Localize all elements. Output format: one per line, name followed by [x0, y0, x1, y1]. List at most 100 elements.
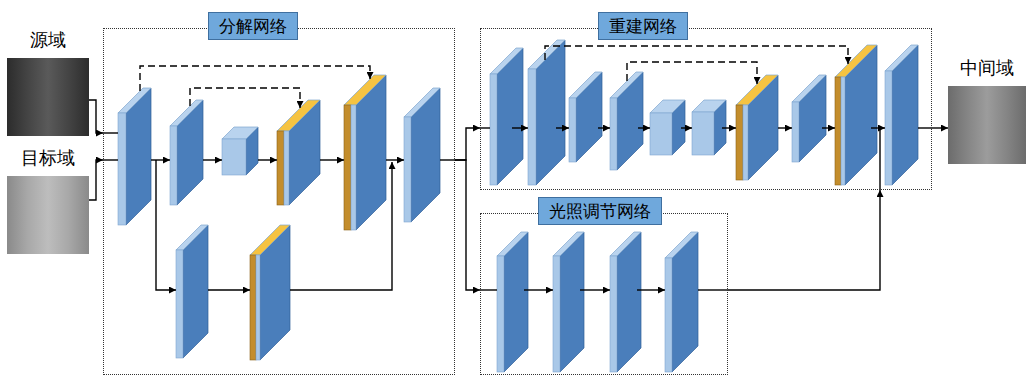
- layer-top: [835, 45, 877, 77]
- layer-front: [256, 255, 260, 360]
- layer-front: [528, 69, 536, 185]
- flow-line: [440, 159, 455, 160]
- flow-line: [208, 289, 250, 290]
- flow-line: [681, 127, 692, 128]
- domain-image-node: 目标域: [7, 146, 89, 254]
- flow-line: [637, 289, 665, 290]
- network-box: 重建网络: [480, 28, 932, 190]
- flow-line: [524, 289, 553, 290]
- concat-face: [277, 131, 284, 205]
- network-title: 分解网络: [208, 12, 298, 40]
- layer-top: [650, 100, 685, 113]
- layer-top: [792, 75, 826, 102]
- layer-front: [284, 131, 289, 205]
- layer-block: [569, 72, 602, 162]
- domain-label: 源域: [7, 28, 89, 52]
- layer-block: [610, 72, 643, 170]
- layer-block: [792, 75, 826, 162]
- layer-front: [841, 77, 845, 185]
- network-title: 光照调节网络: [538, 197, 662, 225]
- domain-image: [7, 58, 89, 136]
- flow-line: [556, 127, 569, 128]
- layer-top: [692, 100, 726, 112]
- layer-front: [170, 126, 177, 205]
- layer-block: [344, 75, 386, 230]
- layer-front: [118, 113, 126, 225]
- layer-top: [404, 88, 440, 117]
- layer-block: [250, 225, 290, 360]
- flow-line: [290, 162, 392, 290]
- flow-line: [156, 160, 176, 290]
- layer-top: [250, 225, 290, 255]
- layer-top: [176, 225, 208, 250]
- flow-line: [598, 127, 610, 128]
- flow-line: [203, 159, 222, 160]
- layer-top: [344, 75, 386, 105]
- layer-block: [497, 232, 528, 372]
- flow-line: [822, 127, 835, 128]
- layer-block: [885, 45, 918, 185]
- network-title: 重建网络: [598, 12, 688, 40]
- domain-image-node: 源域: [7, 28, 89, 136]
- layer-top: [222, 127, 258, 139]
- layer-block: [553, 232, 584, 372]
- domain-label: 目标域: [7, 146, 89, 170]
- layer-block: [490, 48, 523, 185]
- layer-block: [170, 100, 203, 205]
- flow-line: [103, 159, 118, 160]
- flow-line: [580, 289, 610, 290]
- domain-image-node: 中间域: [948, 56, 1026, 164]
- domain-image: [7, 176, 89, 254]
- flow-line: [480, 289, 497, 290]
- concat-face: [344, 105, 351, 230]
- flow-line: [918, 127, 932, 128]
- connector-arrow: [89, 160, 103, 200]
- flow-line: [258, 159, 277, 160]
- layer-front: [222, 139, 246, 175]
- connector-arrow: [89, 100, 103, 133]
- layer-side: [560, 232, 584, 372]
- network-box: 分解网络: [103, 28, 455, 375]
- layer-block: [650, 100, 685, 155]
- layer-front: [792, 102, 799, 162]
- layer-top: [118, 88, 151, 113]
- layer-top: [885, 45, 918, 71]
- flow-line: [480, 127, 490, 128]
- concat-face: [736, 105, 743, 180]
- flow-line: [320, 159, 344, 160]
- concat-face: [250, 255, 256, 360]
- flow-line: [879, 128, 880, 190]
- layer-front: [665, 258, 672, 372]
- connector-arrow: [728, 190, 880, 290]
- layer-front: [885, 71, 892, 185]
- skip-connection: [627, 62, 757, 84]
- layer-top: [490, 48, 523, 74]
- layer-block: [277, 100, 320, 205]
- concat-face: [835, 77, 841, 185]
- domain-image: [948, 86, 1026, 164]
- layer-top: [610, 232, 641, 256]
- layer-front: [650, 113, 672, 155]
- flow-line: [722, 127, 736, 128]
- layer-top: [528, 40, 565, 69]
- skip-connection: [190, 88, 300, 108]
- layer-block: [692, 100, 726, 155]
- layer-front: [692, 112, 714, 155]
- network-box: 光照调节网络: [480, 213, 728, 375]
- flow-line: [386, 159, 404, 160]
- layer-block: [404, 88, 440, 222]
- layer-top: [665, 232, 698, 258]
- layer-front: [743, 105, 748, 180]
- layer-block: [835, 45, 877, 185]
- layer-top: [277, 100, 320, 131]
- flow-line: [103, 132, 118, 133]
- layer-front: [610, 256, 617, 372]
- layer-block: [176, 225, 208, 358]
- domain-label: 中间域: [948, 56, 1026, 80]
- layer-block: [118, 88, 151, 225]
- skip-connection: [140, 66, 370, 91]
- flow-line: [151, 159, 170, 160]
- layer-front: [553, 256, 560, 372]
- flow-line: [638, 127, 650, 128]
